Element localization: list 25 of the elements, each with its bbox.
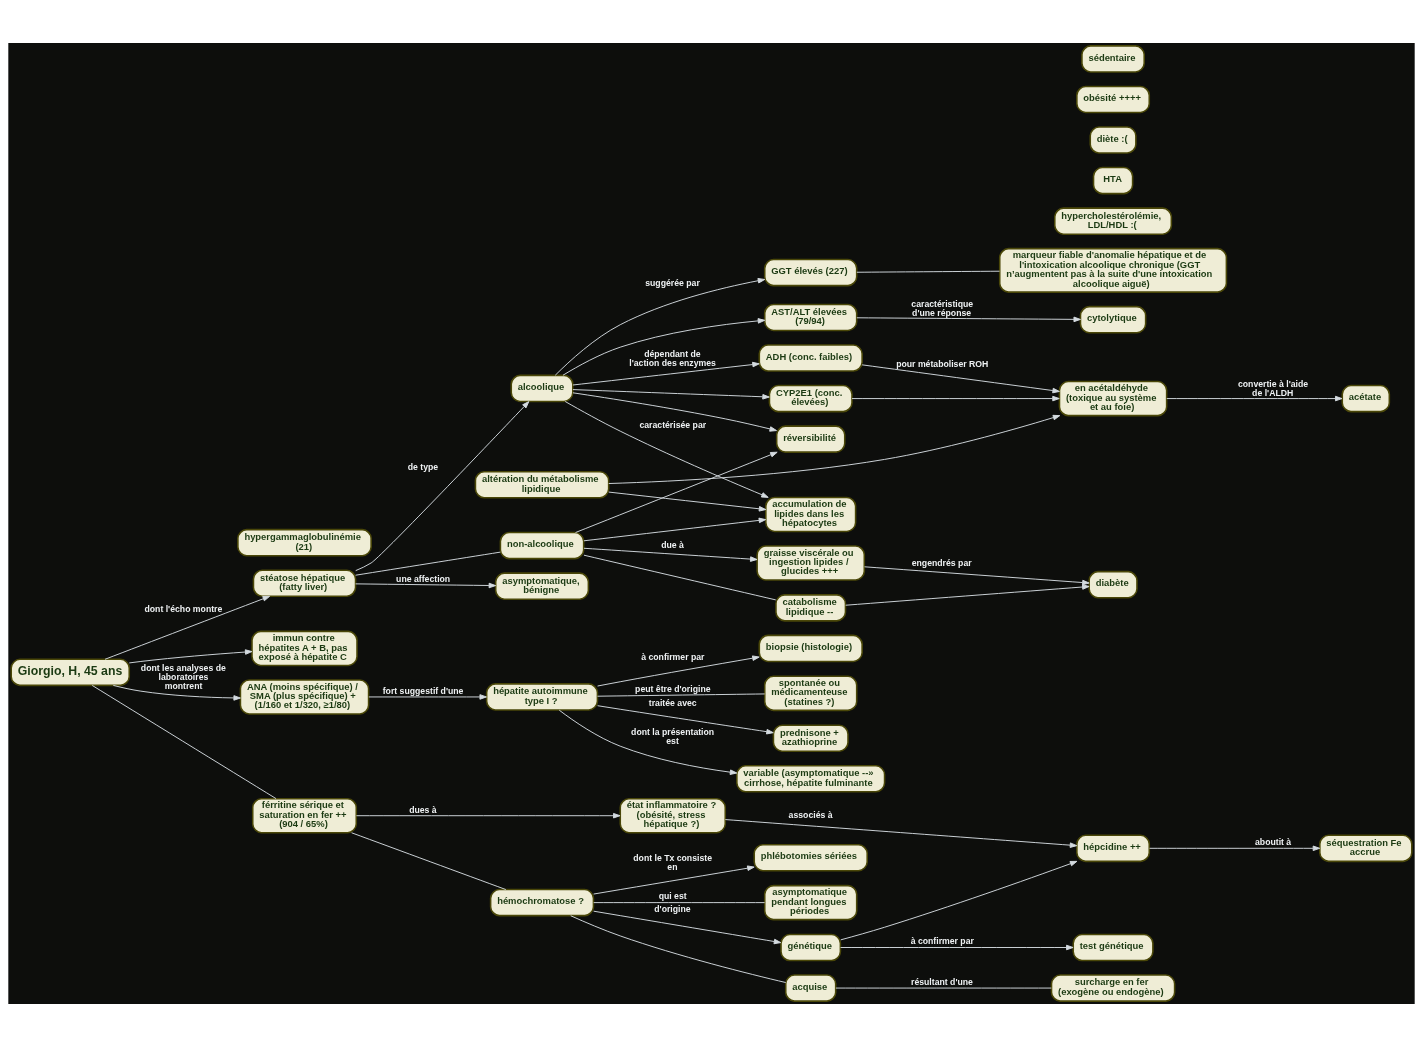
edge-label: dues à <box>409 804 437 815</box>
edge-label: due à <box>661 540 684 551</box>
edge-label: à confirmer par <box>910 936 974 947</box>
edge-label: à confirmer par <box>641 652 705 663</box>
edge-label: dont le Tx consiste en <box>633 853 712 872</box>
edge-label: une affection <box>396 573 451 584</box>
edge-label: dont les analyses de laboratoires montrent <box>140 663 226 691</box>
edge-label: associés à <box>788 809 833 820</box>
edge-label: caractéristique d'une réponse <box>911 299 974 318</box>
edge-label: traitée avec <box>648 698 697 709</box>
edge-label: de type <box>407 461 439 472</box>
edge-label: peut être d'origine <box>635 683 711 694</box>
edge-label: aboutit à <box>1255 837 1292 848</box>
edge-label: d'origine <box>654 904 691 915</box>
edge-label: dépendant de l'action des enzymes <box>629 349 716 368</box>
edge-label: résultant d'une <box>911 976 973 987</box>
edge-label: caractérisée par <box>639 419 707 430</box>
edge-label: engendrés par <box>911 558 972 569</box>
edge-label: convertie à l'aide de l'ALDH <box>1237 379 1309 399</box>
edge-label: dont la présentation est <box>631 727 715 746</box>
edge-label: dont l'écho montre <box>144 603 223 614</box>
edge-label: qui est <box>658 891 687 902</box>
edge-label: fort suggestif d'une <box>382 685 464 696</box>
edge-label: pour métaboliser ROH <box>896 359 989 370</box>
edge-label: suggérée par <box>645 278 700 289</box>
